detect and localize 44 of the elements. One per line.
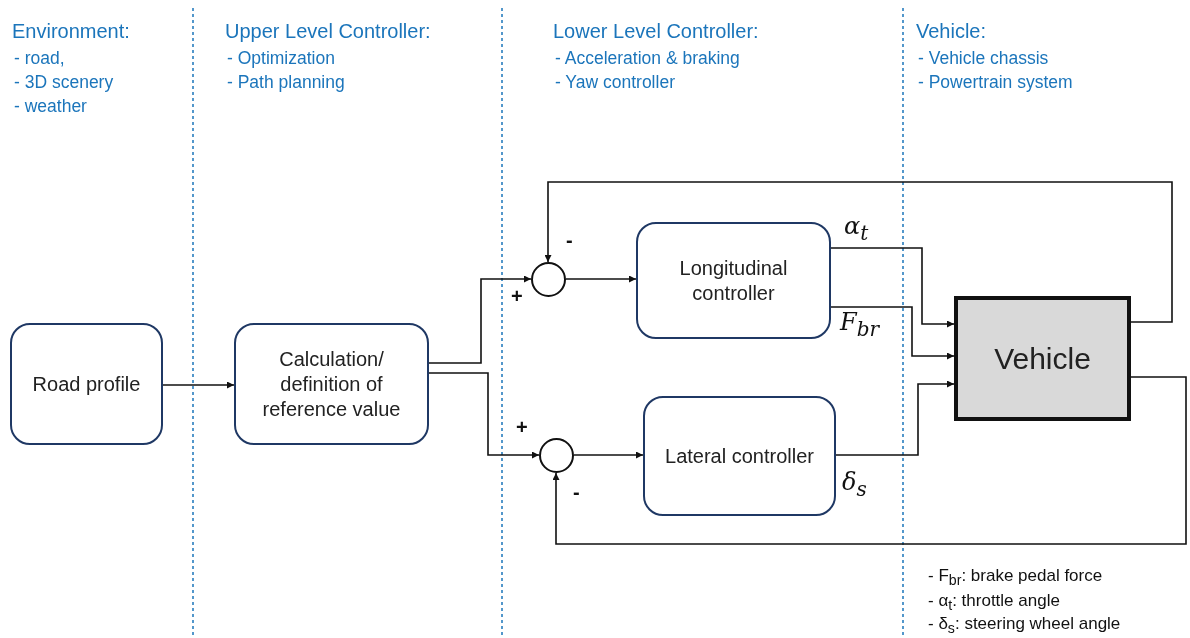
signal-arrow [830, 306, 955, 360]
list-item: - road, [14, 48, 65, 69]
sign-label: - [566, 229, 573, 252]
list-item: - Vehicle chassis [918, 48, 1049, 69]
list-item: - Yaw controller [555, 72, 675, 93]
signal-arrow [428, 275, 532, 364]
list-item: - 3D scenery [14, 72, 114, 93]
process-box [234, 323, 429, 445]
node-label: Vehicle [993, 340, 1092, 377]
process-box [10, 323, 163, 445]
process-box [636, 222, 831, 339]
sign-label: + [516, 416, 528, 439]
edge-label: F$_{br}$ [838, 310, 882, 339]
signal-arrow [565, 275, 637, 283]
node-label: Calculation/ definition of reference value [261, 346, 402, 422]
vehicle-block [954, 296, 1131, 421]
signal-arrow [552, 376, 1187, 545]
list-item: - weather [14, 96, 87, 117]
node-label: Lateral controller [664, 443, 815, 469]
summing-junction [531, 262, 566, 297]
edge-label: δ$_{s}$ [840, 470, 869, 499]
section-heading: Vehicle: [916, 20, 987, 43]
symbol-note: - F$_{br}$: brake pedal force [928, 566, 1103, 589]
sign-label: + [511, 285, 523, 308]
signal-arrow [544, 181, 1173, 323]
list-item: - Optimization [227, 48, 335, 69]
section-heading: Lower Level Controller: [553, 20, 759, 43]
sign-label: - [573, 481, 580, 504]
list-item: - Acceleration & braking [555, 48, 740, 69]
signal-arrow [573, 451, 644, 459]
list-item: - Powertrain system [918, 72, 1073, 93]
symbol-note: - α$_{t}$: throttle angle [928, 591, 1060, 614]
node-label: Longitudinal controller [678, 255, 789, 306]
section-heading: Environment: [12, 20, 130, 43]
symbol-note: - δ$_{s}$: steering wheel angle [928, 614, 1121, 637]
signal-arrow [428, 372, 540, 459]
list-item: - Path planning [227, 72, 345, 93]
section-heading: Upper Level Controller: [225, 20, 431, 43]
node-label: Road profile [31, 371, 142, 397]
signal-arrow [830, 247, 955, 328]
process-box [643, 396, 836, 516]
signal-arrow [162, 381, 235, 389]
signal-arrow [835, 380, 955, 456]
summing-junction [539, 438, 574, 473]
